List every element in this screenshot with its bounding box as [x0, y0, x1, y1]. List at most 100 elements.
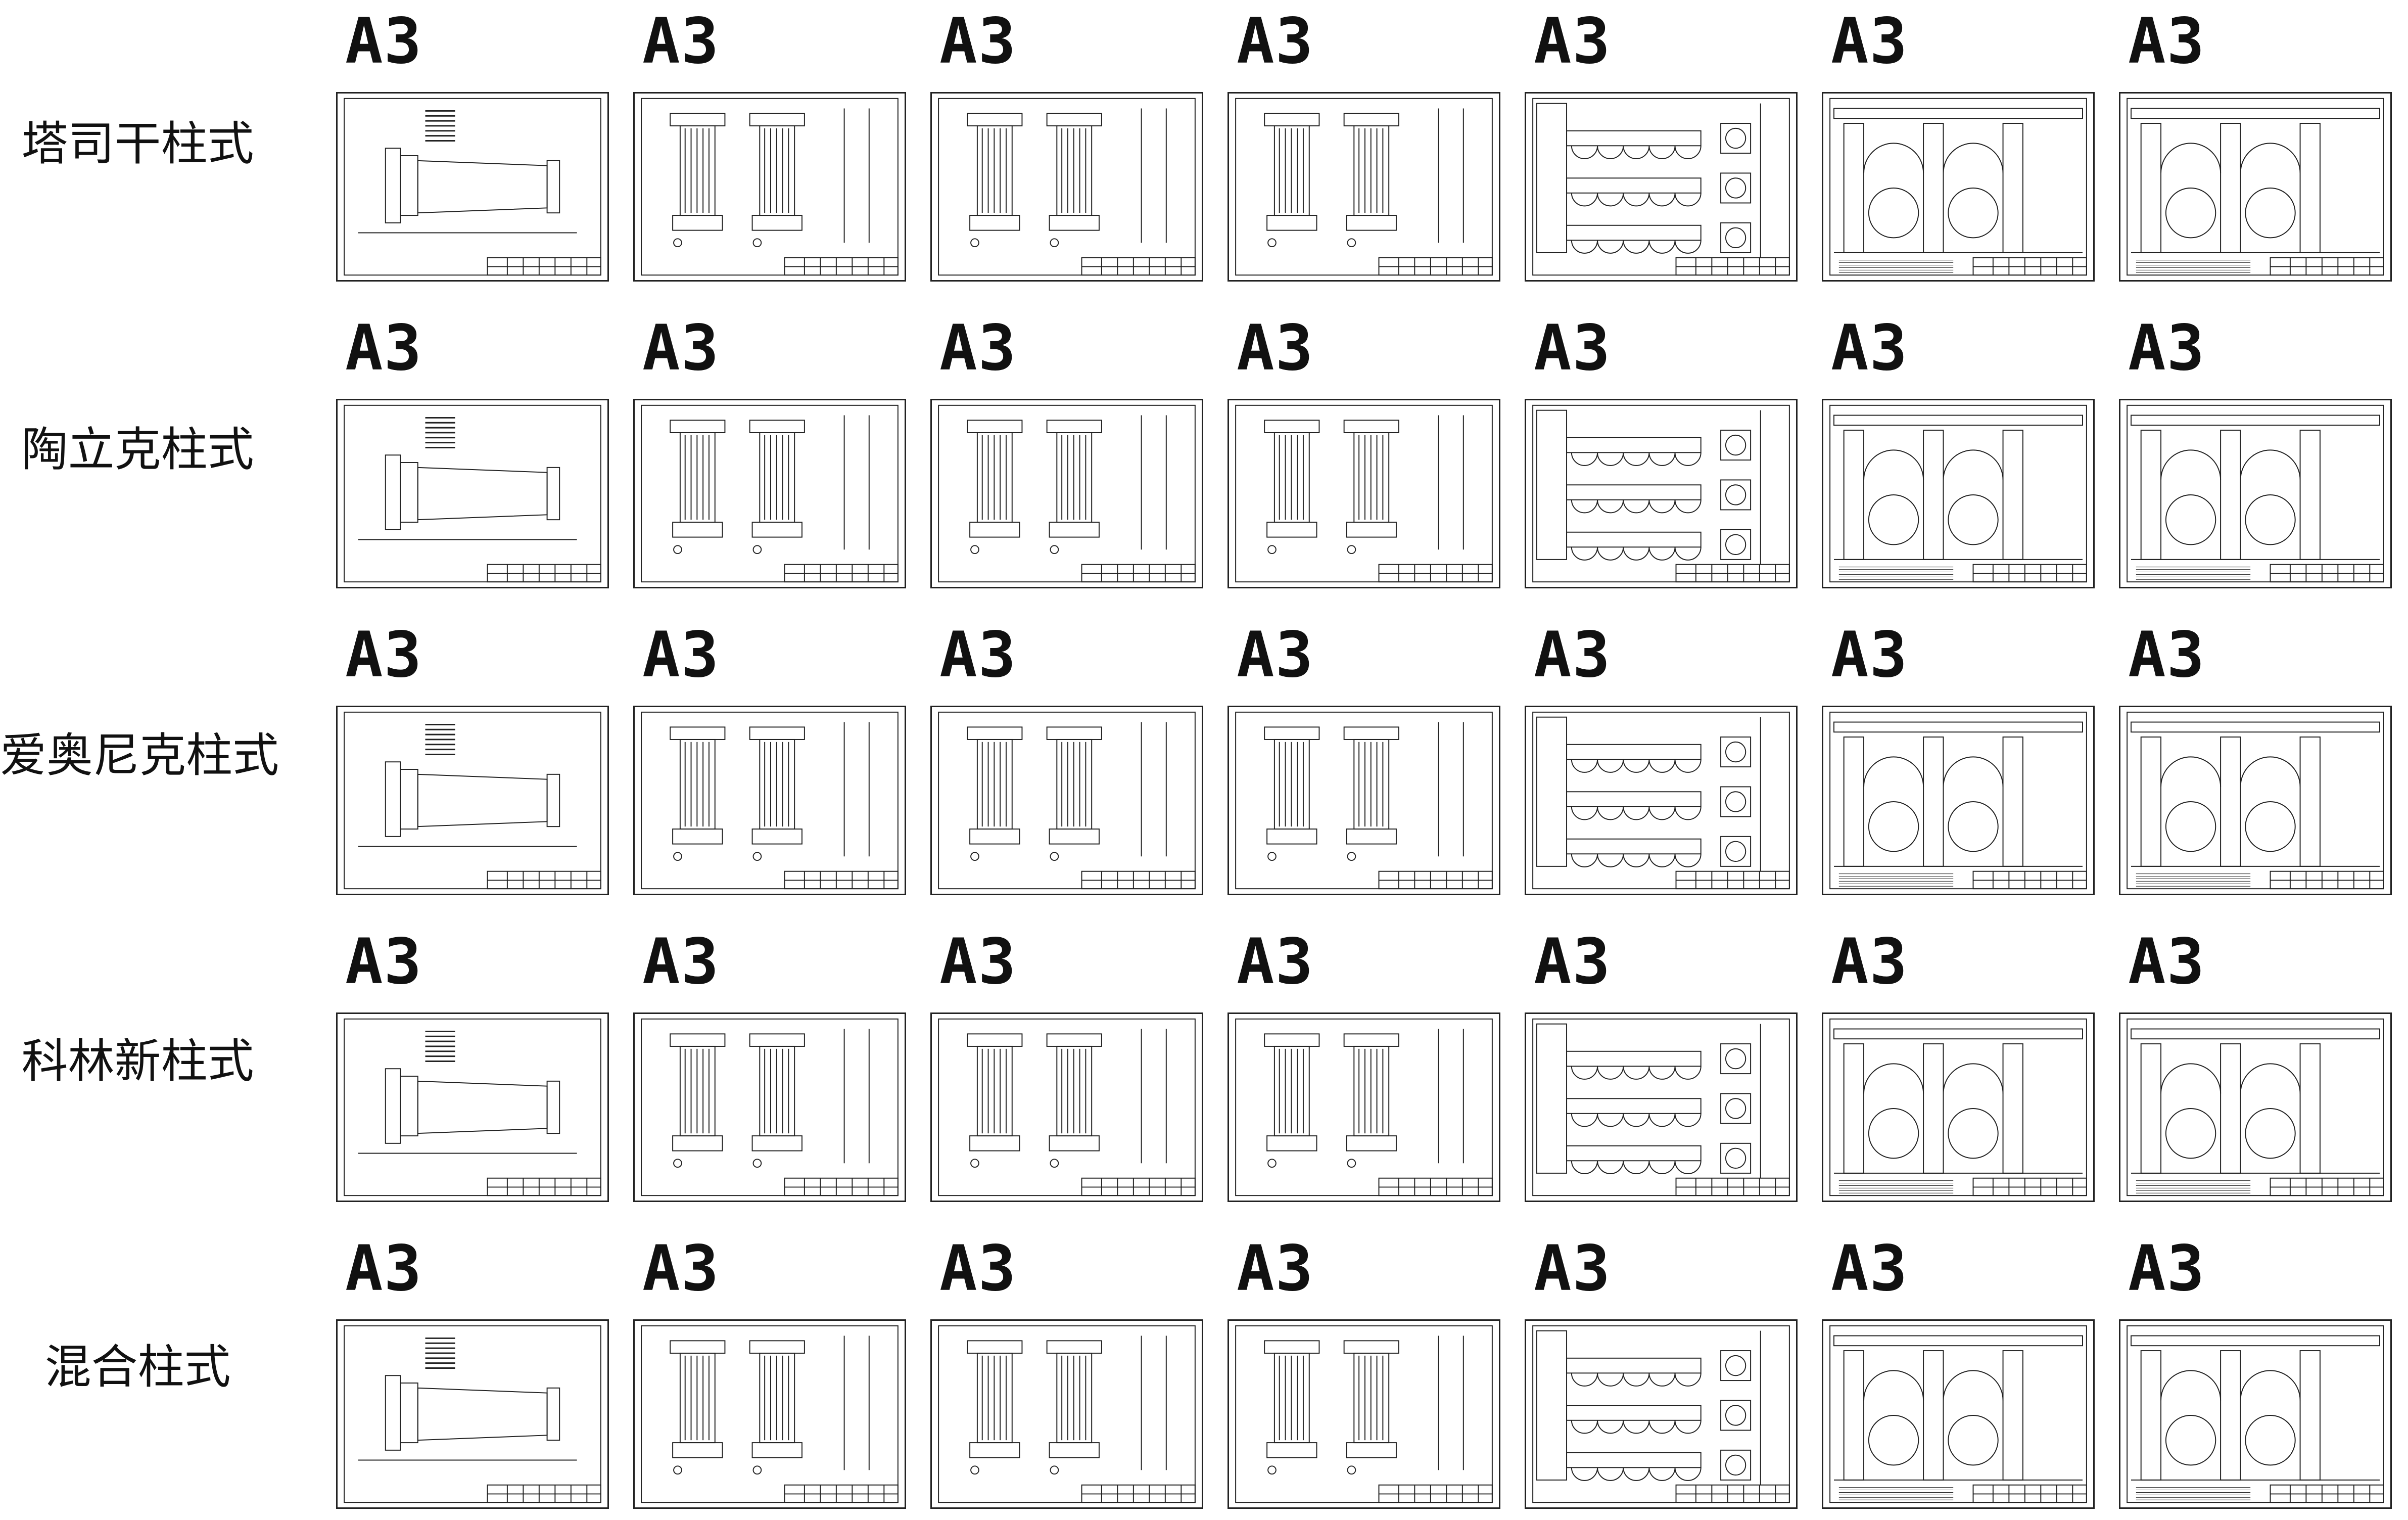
sheet-format-label: A3	[345, 312, 423, 385]
sheet-format-label: A3	[939, 1232, 1017, 1305]
sheet-format-label: A3	[2128, 926, 2206, 998]
drawing-sketch	[2127, 1018, 2384, 1196]
sheet-format-label: A3	[1237, 1232, 1314, 1305]
drawing-sketch	[641, 1325, 899, 1503]
drawing-sheet-thumbnail[interactable]	[930, 92, 1203, 282]
drawing-sheet-thumbnail[interactable]	[1525, 1012, 1798, 1202]
sheet-format-label: A3	[345, 926, 423, 998]
drawing-sketch	[1532, 98, 1790, 276]
drawing-sheet-thumbnail[interactable]	[633, 1319, 906, 1509]
drawing-sketch	[938, 98, 1196, 276]
drawing-sheet-thumbnail[interactable]	[930, 1319, 1203, 1509]
drawing-sketch	[2127, 98, 2384, 276]
sheet-format-label: A3	[1831, 619, 1909, 692]
sheet-format-label: A3	[939, 5, 1017, 78]
row-label: 塔司干柱式	[21, 117, 254, 171]
drawing-sheet-thumbnail[interactable]	[2119, 706, 2392, 895]
row-label: 混合柱式	[44, 1340, 231, 1394]
drawing-sketch	[1235, 1018, 1493, 1196]
drawing-sketch	[1829, 1018, 2087, 1196]
sheet-format-label: A3	[2128, 5, 2206, 78]
sheet-format-label: A3	[1831, 926, 1909, 998]
drawing-sheet-thumbnail[interactable]	[336, 399, 609, 588]
sheet-format-label: A3	[642, 926, 720, 998]
drawing-sheet-thumbnail[interactable]	[930, 706, 1203, 895]
sheet-format-label: A3	[1237, 926, 1314, 998]
sheet-format-label: A3	[1831, 312, 1909, 385]
drawing-sketch	[344, 98, 601, 276]
drawing-sheet-thumbnail[interactable]	[633, 706, 906, 895]
drawing-sketch	[1829, 711, 2087, 890]
drawing-sketch	[2127, 1325, 2384, 1503]
drawing-sketch	[1235, 404, 1493, 583]
drawing-sheet-thumbnail[interactable]	[1525, 706, 1798, 895]
sheet-format-label: A3	[939, 619, 1017, 692]
drawing-sketch	[1235, 711, 1493, 890]
drawing-sketch	[344, 404, 601, 583]
drawing-sheet-thumbnail[interactable]	[1822, 1319, 2095, 1509]
drawing-sketch	[1829, 1325, 2087, 1503]
sheet-format-label: A3	[642, 619, 720, 692]
drawing-sheet-thumbnail[interactable]	[2119, 92, 2392, 282]
row-label: 科林新柱式	[21, 1034, 254, 1088]
drawing-sketch	[1532, 1325, 1790, 1503]
drawing-sheet-thumbnail[interactable]	[930, 1012, 1203, 1202]
drawing-sketch	[641, 404, 899, 583]
drawing-sketch	[344, 1018, 601, 1196]
sheet-format-label: A3	[1534, 926, 1612, 998]
sheet-format-label: A3	[2128, 619, 2206, 692]
drawing-sketch	[1235, 98, 1493, 276]
sheet-format-label: A3	[642, 312, 720, 385]
sheet-format-label: A3	[1534, 1232, 1612, 1305]
drawing-sheet-thumbnail[interactable]	[633, 92, 906, 282]
drawing-sketch	[938, 711, 1196, 890]
drawing-sheet-thumbnail[interactable]	[633, 399, 906, 588]
drawing-sheet-thumbnail[interactable]	[2119, 1319, 2392, 1509]
drawing-sheet-thumbnail[interactable]	[336, 92, 609, 282]
drawing-sketch	[2127, 404, 2384, 583]
drawing-sheet-thumbnail[interactable]	[1822, 706, 2095, 895]
row-label: 爱奥尼克柱式	[0, 728, 279, 782]
drawing-sketch	[344, 1325, 601, 1503]
sheet-format-label: A3	[1534, 312, 1612, 385]
drawing-sketch	[1235, 1325, 1493, 1503]
drawing-sheet-thumbnail[interactable]	[1822, 1012, 2095, 1202]
drawing-sheet-thumbnail[interactable]	[1822, 399, 2095, 588]
sheet-format-label: A3	[1237, 5, 1314, 78]
drawing-sheet-thumbnail[interactable]	[930, 399, 1203, 588]
drawing-sheet-thumbnail[interactable]	[1227, 1319, 1500, 1509]
sheet-format-label: A3	[1534, 619, 1612, 692]
sheet-format-label: A3	[1831, 5, 1909, 78]
drawing-sketch	[2127, 711, 2384, 890]
drawing-sheet-thumbnail[interactable]	[1525, 399, 1798, 588]
drawing-sheet-thumbnail[interactable]	[1525, 92, 1798, 282]
drawing-sheet-thumbnail[interactable]	[1227, 1012, 1500, 1202]
drawing-sketch	[641, 98, 899, 276]
sheet-format-label: A3	[2128, 1232, 2206, 1305]
drawing-sketch	[938, 404, 1196, 583]
drawing-sheet-thumbnail[interactable]	[1525, 1319, 1798, 1509]
drawing-sketch	[1532, 711, 1790, 890]
sheet-format-label: A3	[345, 1232, 423, 1305]
drawing-sketch	[1829, 98, 2087, 276]
drawing-sketch	[938, 1018, 1196, 1196]
drawing-sheet-thumbnail[interactable]	[2119, 399, 2392, 588]
drawing-sheet-thumbnail[interactable]	[336, 1012, 609, 1202]
sheet-format-label: A3	[939, 312, 1017, 385]
drawing-sheet-thumbnail[interactable]	[1227, 399, 1500, 588]
sheet-format-label: A3	[1237, 312, 1314, 385]
drawing-sheet-thumbnail[interactable]	[336, 1319, 609, 1509]
drawing-sheet-thumbnail[interactable]	[1822, 92, 2095, 282]
drawing-sheet-thumbnail[interactable]	[336, 706, 609, 895]
sheet-format-label: A3	[1831, 1232, 1909, 1305]
drawing-sketch	[1532, 404, 1790, 583]
drawing-sheet-thumbnail[interactable]	[1227, 706, 1500, 895]
drawing-sketch	[641, 1018, 899, 1196]
drawing-sketch	[1532, 1018, 1790, 1196]
drawing-sketch	[1829, 404, 2087, 583]
drawing-sheet-thumbnail[interactable]	[2119, 1012, 2392, 1202]
drawing-sheet-thumbnail[interactable]	[633, 1012, 906, 1202]
sheet-format-label: A3	[345, 5, 423, 78]
sheet-format-label: A3	[2128, 312, 2206, 385]
drawing-sheet-thumbnail[interactable]	[1227, 92, 1500, 282]
